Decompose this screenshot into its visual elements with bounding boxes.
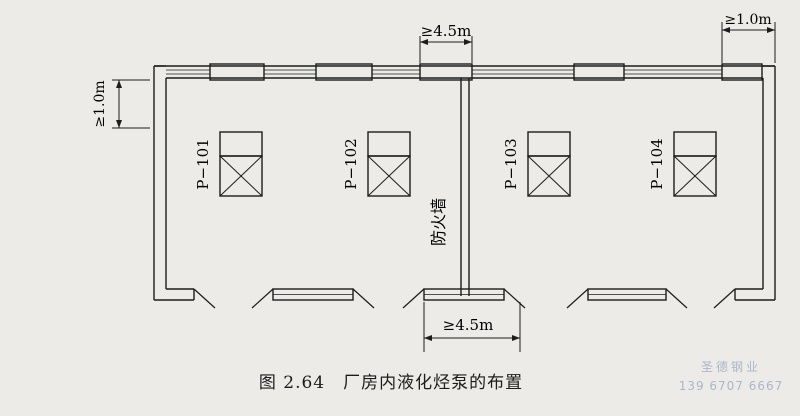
top-wall	[154, 63, 775, 81]
figure-number: 图 2.64	[258, 373, 326, 393]
dimension-top-spacing	[419, 36, 473, 63]
dim-label-top-spacing: ≥4.5m	[421, 22, 472, 40]
figure-title: 厂房内液化烃泵的布置	[343, 373, 524, 393]
dim-label-bottom-spacing: ≥4.5m	[443, 316, 494, 334]
pump-body	[219, 155, 263, 197]
firewall	[460, 78, 470, 296]
door-swing-line	[503, 288, 526, 309]
pump-p104	[673, 131, 717, 197]
window	[315, 63, 373, 81]
window	[209, 63, 265, 81]
pump-label: P−103	[502, 138, 520, 189]
pump-body	[367, 155, 411, 197]
pump-motor	[673, 131, 717, 157]
dimension-left-gap	[112, 79, 150, 129]
watermark-name: 圣德钢业	[700, 360, 761, 374]
bottom-wall	[272, 288, 667, 301]
door-swing-line	[665, 288, 688, 309]
pump-motor	[367, 131, 411, 157]
door-swings	[193, 288, 736, 309]
pump-p101	[219, 131, 263, 197]
door-swing-line	[402, 288, 425, 309]
window	[721, 63, 763, 81]
watermark: 圣德钢业 139 6707 6667	[676, 358, 786, 393]
door-swing-line	[251, 288, 274, 309]
door-swing-line	[566, 288, 589, 309]
dimension-top-right-gap	[721, 22, 776, 63]
pump-p103	[527, 131, 571, 197]
pump-label: P−104	[648, 138, 666, 189]
pump-body	[527, 155, 571, 197]
pump-label: P−102	[342, 138, 360, 189]
door-swing-line	[352, 288, 375, 309]
outer-walls	[153, 65, 776, 301]
dimension-bottom-spacing	[423, 302, 521, 352]
window	[573, 63, 625, 81]
door-swing-line	[193, 288, 216, 309]
dim-label-top-right-gap: ≥1.0m	[724, 12, 771, 28]
pump-motor	[527, 131, 571, 157]
pump-body	[673, 155, 717, 197]
firewall-label: 防火墙	[429, 198, 448, 246]
window	[419, 63, 473, 81]
pump-p102	[367, 131, 411, 197]
figure-caption: 图 2.64 厂房内液化烃泵的布置	[0, 368, 800, 393]
dim-label-left-gap: ≥1.0m	[92, 80, 108, 127]
pump-label: P−101	[194, 138, 212, 189]
door-swing-line	[713, 288, 736, 309]
pump-motor	[219, 131, 263, 157]
watermark-phone: 139 6707 6667	[678, 379, 784, 393]
